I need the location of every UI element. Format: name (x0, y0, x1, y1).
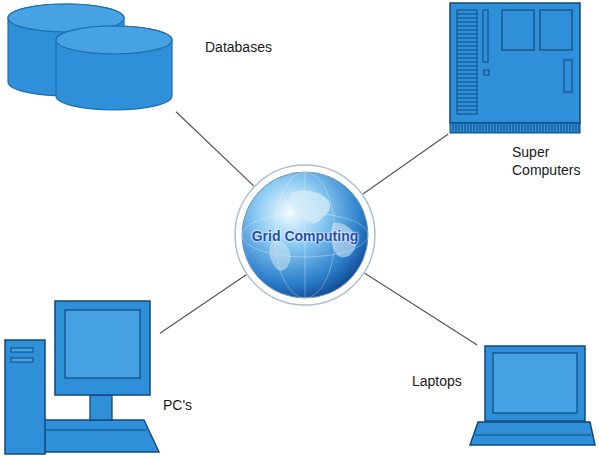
supercomputer-icon-drawing (448, 2, 583, 134)
device-label: Laptops (412, 373, 462, 389)
database-icon-drawing (4, 2, 176, 112)
connector-line (160, 275, 246, 333)
supercomputer-icon: Super Computers (448, 2, 583, 134)
connector-line (176, 112, 254, 186)
device-label: Databases (205, 39, 272, 55)
pc-icon: PC's (4, 300, 160, 455)
laptop-icon-drawing (468, 345, 596, 455)
connector-line (365, 273, 477, 345)
label-holder: Databases (205, 38, 295, 56)
label-holder: Grid Computing (233, 227, 377, 245)
device-label: PC's (163, 397, 192, 413)
globe-node: Grid Computing (233, 163, 377, 307)
device-label: Super Computers (512, 144, 580, 178)
globe-title: Grid Computing (252, 228, 359, 244)
label-holder: Laptops (412, 372, 466, 390)
label-holder: Super Computers (512, 143, 592, 179)
laptop-icon: Laptops (468, 345, 596, 455)
connector-line (363, 134, 448, 194)
pc-icon-drawing (4, 300, 160, 455)
database-icon: Databases (4, 2, 176, 112)
label-holder: PC's (163, 396, 203, 414)
